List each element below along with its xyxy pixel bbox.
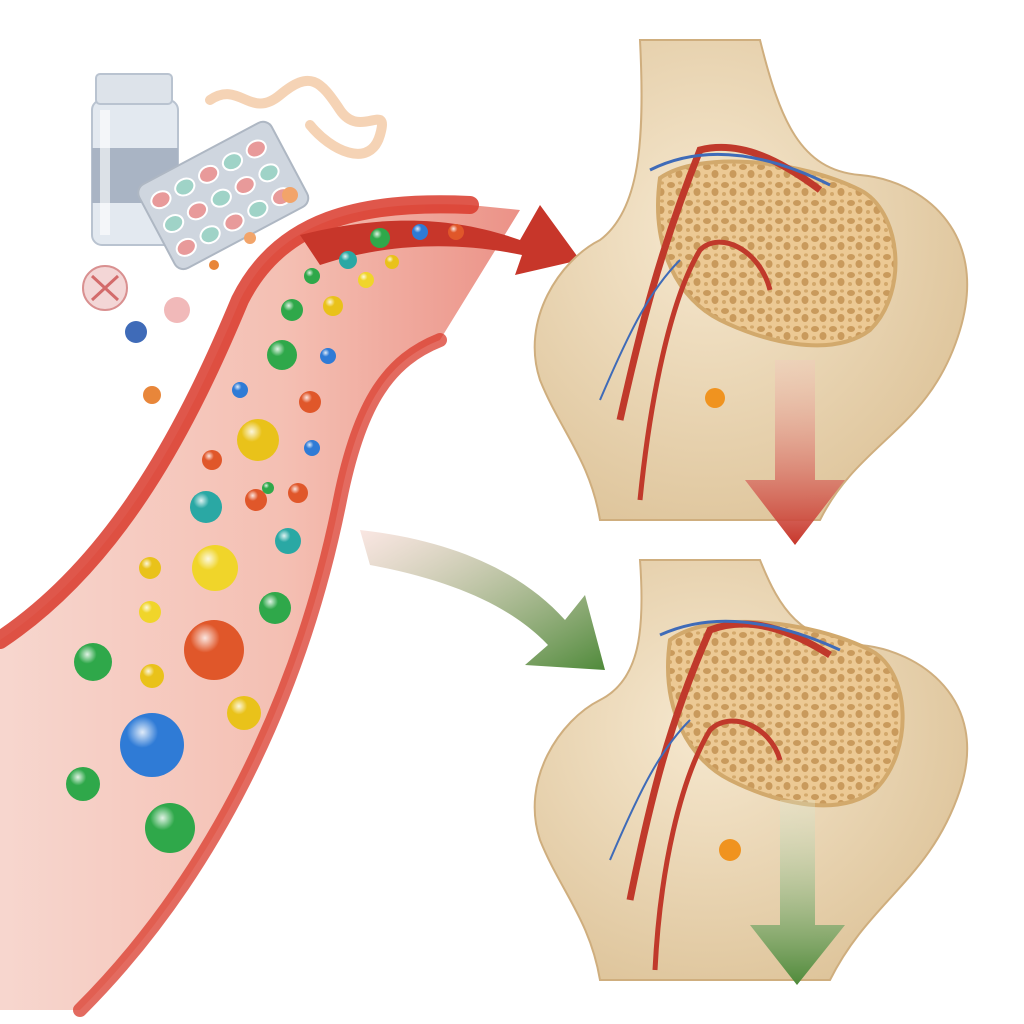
particle-highlight [288, 483, 308, 503]
particle-highlight [299, 391, 321, 413]
particle-highlight [323, 296, 343, 316]
blister-pill [163, 214, 185, 234]
particle-highlight [184, 620, 244, 680]
arrow-right-icon [360, 530, 605, 670]
particle-highlight [227, 696, 261, 730]
blister-pill [258, 163, 280, 183]
arrow-down-icon [745, 360, 845, 545]
blister-pill [186, 201, 209, 221]
particle-highlight [304, 268, 320, 284]
particle-highlight [370, 228, 390, 248]
blister-pill [174, 177, 196, 197]
particle-highlight [412, 224, 428, 240]
particle-highlight [74, 643, 112, 681]
blister-pill [199, 225, 221, 245]
blister-pill [221, 152, 244, 172]
blister-pill [247, 199, 269, 219]
blood-vessel [0, 195, 580, 1017]
particle-highlight [245, 489, 267, 511]
particle-highlight [145, 803, 195, 853]
bone-joint-bottom [533, 559, 969, 981]
particle-highlight [448, 224, 464, 240]
particle-highlight [237, 419, 279, 461]
particle-highlight [66, 767, 100, 801]
arrow-down-icon [750, 800, 845, 985]
blister-pill [150, 190, 172, 210]
particle-highlight [262, 482, 274, 494]
blister-pill [198, 164, 220, 184]
particle-highlight [320, 348, 336, 364]
blister-pill [175, 237, 197, 257]
drug-particles [66, 224, 464, 853]
particle-highlight [192, 545, 238, 591]
particle-highlight [202, 450, 222, 470]
particle-highlight [120, 713, 184, 777]
particle-highlight [358, 272, 374, 288]
particle-highlight [259, 592, 291, 624]
blister-pill [245, 139, 267, 159]
particle-highlight [281, 299, 303, 321]
blister-pill [223, 212, 245, 232]
bone-joint-top [533, 39, 969, 521]
absorption-squiggle [205, 75, 387, 159]
particle-highlight [304, 440, 320, 456]
particle-highlight [385, 255, 399, 269]
particle-highlight [339, 251, 357, 269]
particle-highlight [139, 557, 161, 579]
particle-highlight [190, 491, 222, 523]
blister-pack-icon [137, 120, 310, 271]
particle-highlight [267, 340, 297, 370]
vessel-flow-arrow [300, 205, 580, 275]
particle-highlight [232, 382, 248, 398]
particle-highlight [139, 601, 161, 623]
blister-pill [210, 188, 232, 208]
blister-pill [234, 176, 256, 195]
loose-pills [82, 187, 298, 404]
particle-highlight [275, 528, 301, 554]
particle-highlight [140, 664, 164, 688]
